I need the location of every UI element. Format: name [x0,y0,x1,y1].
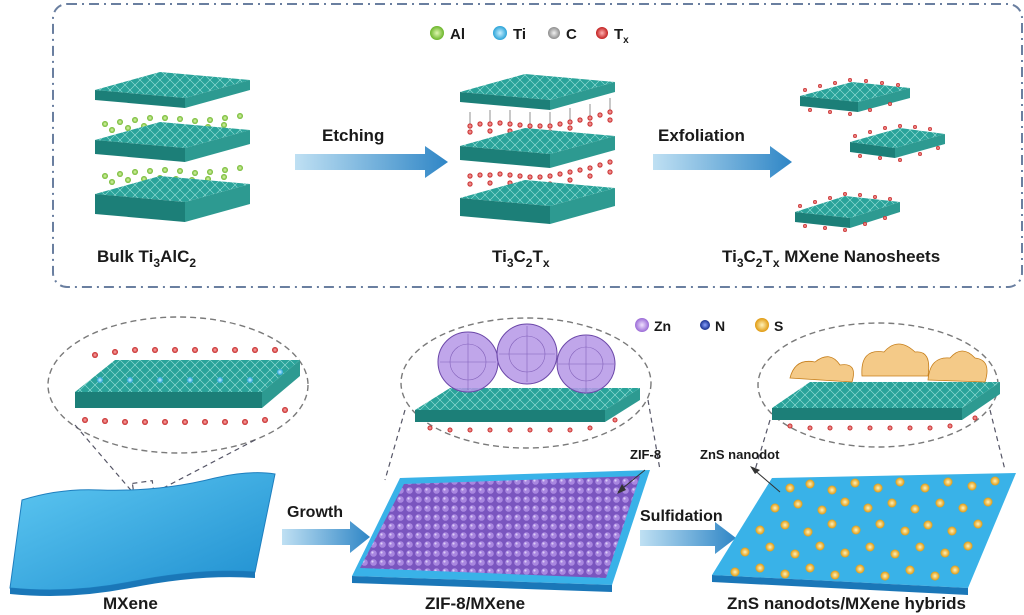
mxene-sheet [9,472,276,591]
exfoliation-label: Exfoliation [658,126,745,145]
zif-zoom-leader [384,399,661,481]
zif-mxene-sheet [352,470,650,592]
bulk-ti3alc2-label: Bulk Ti3AlC2 [97,247,196,270]
bulk-slab-3 [95,176,250,222]
bulk-slab-1 [95,72,250,108]
legend-s-label: S [774,318,783,334]
bulk-ti3alc2-structure [95,72,250,222]
sulfidation-label: Sulfidation [640,508,723,525]
zns-callout-label: ZnS nanodot [700,447,780,462]
bulk-slab-2 [95,122,250,162]
legend-s-ball [755,318,769,332]
sulfidation-arrow [640,522,736,554]
legend-al-label: Al [450,26,465,43]
legend-n-ball [700,320,710,330]
legend-al-ball [430,26,444,40]
zif8-crystals [437,323,616,394]
exfoliation-arrow [653,146,792,178]
ti3c2tx-label: Ti3C2Tx [492,247,550,270]
growth-label: Growth [287,504,343,521]
nanosheet-2 [850,124,945,162]
zns-zoom-leader [754,409,1006,471]
zns-hybrid-label: ZnS nanodots/MXene hybrids [727,594,966,613]
zif-mxene-zoom-bubble [400,317,652,449]
nanosheet-3 [795,192,900,232]
zif8-callout-label: ZIF-8 [630,447,661,462]
legend-ti-label: Ti [513,26,526,43]
zns-clusters [789,343,988,383]
legend-tx-label: Tx [614,26,629,46]
etching-arrow [295,146,448,178]
legend-c-label: C [566,26,577,43]
mxene-nanosheets [795,78,945,232]
bottom-legend: Zn N S [635,318,783,334]
top-legend: Al Ti C Tx [430,26,629,46]
zif8-callout [617,469,646,494]
legend-n-label: N [715,318,725,334]
legend-tx-ball [596,27,608,39]
legend-c-ball [548,27,560,39]
nanosheets-label: Ti3C2Tx MXene Nanosheets [722,247,940,270]
mxene-label: MXene [103,594,158,613]
zns-zoom-bubble [757,322,1000,448]
legend-zn-ball [635,318,649,332]
legend-zn-label: Zn [654,318,671,334]
nanosheet-1 [800,78,910,116]
top-panel-frame [52,3,1023,288]
ti3c2tx-structure [460,74,615,224]
growth-arrow [282,521,370,553]
zns-nanodots [730,476,1000,581]
zif-mxene-label: ZIF-8/MXene [425,594,525,613]
zns-callout [750,466,781,493]
mxene-zoom-bubble [47,316,309,454]
etching-label: Etching [322,126,384,145]
zns-mxene-sheet [712,473,1016,595]
legend-ti-ball [493,26,507,40]
